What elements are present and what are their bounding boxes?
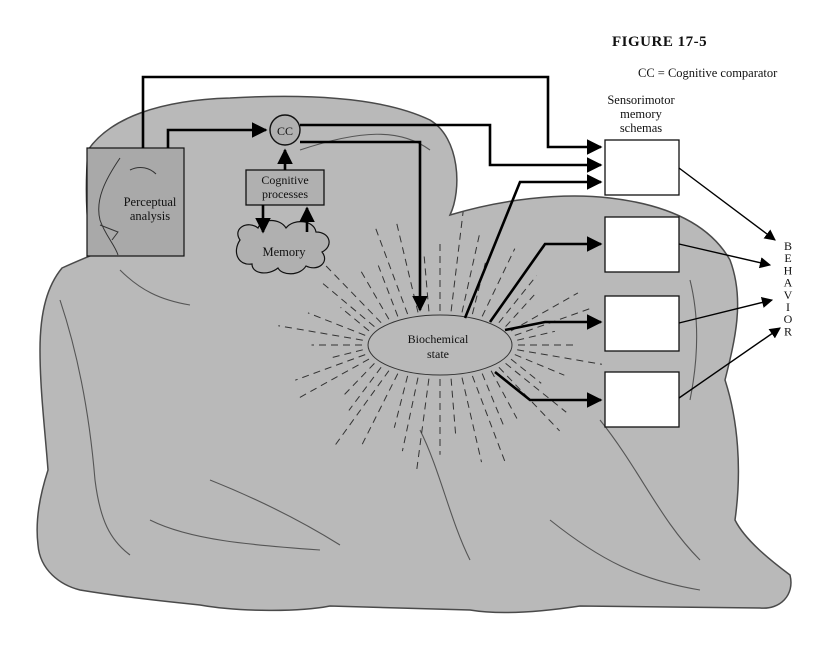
biochemical-ray [278, 325, 363, 341]
sensorimotor-label-2: memory [620, 107, 662, 121]
behavior-letter: E [784, 251, 791, 265]
biochemical-ray [481, 373, 506, 429]
behavior-letter: B [784, 239, 792, 253]
biochemical-ray [401, 377, 419, 452]
biochemical-ray [498, 275, 537, 324]
sensorimotor-label: Sensorimotor [607, 93, 675, 107]
biochemical-ray [461, 377, 482, 463]
biochemical-ray [481, 248, 516, 317]
behavior-arrows [678, 167, 781, 399]
arrow-cc-to-schema [300, 123, 603, 173]
behavior-letter: O [784, 312, 793, 326]
behavior-letter: V [784, 288, 793, 302]
arrow-schema4-behavior [678, 327, 781, 399]
biochemical-ray [348, 367, 382, 411]
biochemical-ray [317, 256, 382, 324]
biochemical-ray [510, 358, 542, 384]
biochemical-ray [505, 363, 567, 413]
schema-box-1 [604, 139, 680, 196]
behavior-letter: R [784, 324, 792, 338]
schema-box-4 [604, 371, 680, 428]
behavior-letter: I [786, 300, 790, 314]
biochemical-ray [341, 363, 375, 398]
arrow-biochem-to-schema-1 [463, 174, 603, 319]
perceptual-analysis-box [86, 147, 185, 257]
arrow-biochem-to-schema-2 [488, 236, 603, 323]
figure-label: FIGURE 17-5 [612, 34, 708, 50]
arrow-cc-to-biochemical [300, 140, 428, 312]
cognitive-processes-box [245, 169, 325, 206]
legend-text: CC = Cognitive comparator [638, 66, 778, 80]
arrow-biochem-to-schema-4 [494, 370, 603, 408]
biochemical-ray [517, 330, 556, 341]
biochemical-ray [471, 262, 486, 315]
biochemical-ray [296, 358, 370, 400]
biochemical-state-label-2: state [427, 347, 449, 361]
sensorimotor-label-3: schemas [620, 121, 662, 135]
arrow-schema3-behavior [678, 296, 774, 324]
biochemical-ray [329, 349, 363, 359]
biochemical-ray [517, 349, 602, 365]
arrow-schema2-behavior [678, 243, 772, 269]
biochemical-ray [334, 370, 390, 446]
biochemical-ray [377, 265, 399, 317]
arrow-schema1-behavior [678, 167, 776, 241]
biochemical-ray [416, 378, 430, 471]
biochemical-ray [450, 378, 457, 436]
face-sketch [98, 157, 157, 256]
biochemical-state-label: Biochemical [408, 332, 469, 346]
biochemical-ray [510, 292, 579, 332]
biochemical-ray [340, 307, 370, 332]
cognitive-processes-label: Cognitive [261, 173, 308, 187]
arrow-top-loop [141, 75, 603, 155]
perceptual-analysis-label-2: analysis [130, 209, 170, 223]
biochemical-ray [498, 366, 560, 432]
biochemical-ray [375, 228, 409, 315]
biochemical-ray [358, 267, 390, 320]
biochemical-ray [461, 232, 481, 313]
behavior-letter: H [784, 263, 793, 277]
biochemical-state-node [367, 314, 513, 376]
biochemical-ray [307, 312, 366, 336]
arrows [141, 75, 603, 408]
schema-box-3 [604, 295, 680, 352]
biochemical-ray [471, 375, 507, 466]
schema-box-2 [604, 216, 680, 273]
cc-node [269, 114, 301, 146]
biochemical-ray [514, 354, 565, 376]
figure-sketch-lines [59, 133, 701, 591]
biochemical-ray [393, 375, 409, 428]
memory-label: Memory [262, 245, 306, 259]
biochemical-ray [360, 373, 399, 448]
arrow-biochem-to-schema-3 [504, 314, 603, 332]
biochemical-ray [490, 370, 518, 419]
biochemical-ray [450, 211, 464, 312]
cognitive-processes-label-2: processes [262, 187, 308, 201]
behavior-letter: A [784, 276, 793, 290]
biochemical-ray [295, 354, 366, 381]
biochemical-ray [423, 251, 430, 312]
arrow-perceptual-to-cc [166, 122, 268, 148]
cc-label: CC [277, 124, 293, 138]
perceptual-analysis-label: Perceptual [124, 195, 177, 209]
